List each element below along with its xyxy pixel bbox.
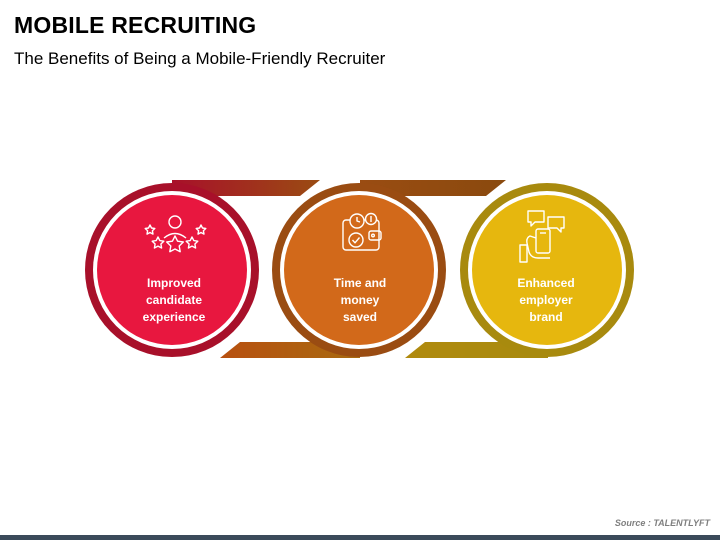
page-subtitle: The Benefits of Being a Mobile-Friendly … (14, 49, 386, 68)
label-line: candidate (146, 293, 202, 307)
user-rating-stars-icon (144, 215, 207, 253)
label-line: money (341, 293, 380, 307)
label-line: experience (143, 310, 206, 324)
label-line: employer (519, 293, 573, 307)
label-line: Time and (334, 276, 386, 290)
circle-time-and-money-saved (284, 195, 434, 345)
circle-improved-candidate-experience (97, 195, 247, 345)
page-title: MOBILE RECRUITING (14, 12, 257, 38)
label-line: Improved (147, 276, 201, 290)
label-line: brand (529, 310, 562, 324)
label-improved-candidate-experience: Improved candidate experience (143, 276, 206, 324)
circle-enhanced-employer-brand (472, 195, 622, 345)
wallet-clock-icon (342, 212, 382, 251)
label-time-and-money-saved: Time and money saved (334, 276, 386, 324)
label-line: Enhanced (517, 276, 574, 290)
hand-phone-chat-icon (519, 210, 565, 263)
source-credit: Source : TALENTLYFT (614, 518, 710, 528)
bottom-bar (0, 535, 720, 540)
label-line: saved (343, 310, 377, 324)
label-enhanced-employer-brand: Enhanced employer brand (517, 276, 574, 324)
